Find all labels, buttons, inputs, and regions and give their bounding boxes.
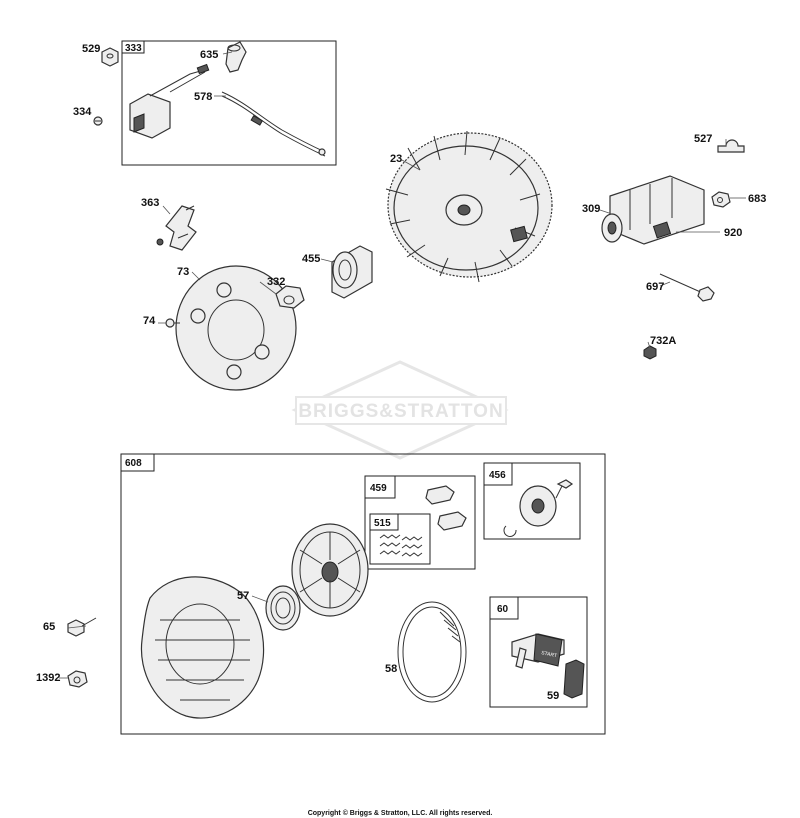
callout-920: 920 xyxy=(724,227,742,239)
part-309-starter-motor xyxy=(601,175,705,245)
part-363-bracket xyxy=(156,205,197,251)
part-697-bolt xyxy=(659,273,715,302)
watermark-text: BRIGGS&STRATTON xyxy=(298,401,503,422)
callout-683: 683 xyxy=(748,193,766,205)
callout-1392: 1392 xyxy=(36,672,60,684)
callout-58: 58 xyxy=(385,663,397,675)
callout-527: 527 xyxy=(694,133,712,145)
group-box-label: 60 xyxy=(497,604,509,615)
copyright-text: Copyright © Briggs & Stratton, LLC. All … xyxy=(308,809,493,817)
group-box-label: 333 xyxy=(125,43,142,54)
group-box-515: 515 xyxy=(369,513,431,565)
callout-57: 57 xyxy=(237,590,249,602)
part-527-clip xyxy=(717,139,745,153)
group-box-label: 459 xyxy=(370,483,387,494)
part-23-flywheel xyxy=(385,130,553,283)
group-box-label: 515 xyxy=(374,518,391,529)
group-box-456: 456 xyxy=(483,462,581,540)
part-333-ignition-module xyxy=(129,63,210,139)
part-608-starter-housing xyxy=(140,576,265,719)
part-starter-pulley xyxy=(291,523,369,617)
group-box-333: 333 xyxy=(121,40,337,166)
callout-455: 455 xyxy=(302,253,320,265)
group-box-60: 60 xyxy=(489,596,588,708)
callout-363: 363 xyxy=(141,197,159,209)
part-65-bolt xyxy=(67,617,97,637)
part-635-spark-plug-boot xyxy=(225,41,247,73)
briggs-stratton-watermark-logo: BRIGGS&STRATTON xyxy=(291,360,509,460)
part-456-retainer xyxy=(503,479,574,537)
part-58-starter-rope xyxy=(397,601,467,703)
part-73-fan-cover xyxy=(175,265,297,391)
part-57-recoil-spring xyxy=(265,585,301,631)
part-332-flywheel-nut xyxy=(275,285,305,309)
part-59-handle-insert xyxy=(563,659,585,699)
part-683-nut xyxy=(711,191,731,208)
callout-59: 59 xyxy=(547,690,559,702)
part-334-screw xyxy=(93,116,103,126)
callout-635: 635 xyxy=(200,49,218,61)
part-1392-nut xyxy=(67,670,88,688)
part-578-cable xyxy=(221,91,326,157)
part-459-pawl xyxy=(425,485,467,531)
callout-732a: 732A xyxy=(650,335,676,347)
callout-697: 697 xyxy=(646,281,664,293)
callout-529: 529 xyxy=(82,43,100,55)
group-box-608: 608 xyxy=(120,453,606,735)
callout-73: 73 xyxy=(177,266,189,278)
handle-start-text: START xyxy=(541,650,558,659)
callout-334: 334 xyxy=(73,106,92,118)
group-box-459: 459 xyxy=(364,475,476,570)
callout-332: 332 xyxy=(267,276,285,288)
group-box-label: 456 xyxy=(489,470,506,481)
callout-23: 23 xyxy=(390,153,402,165)
part-60-starter-handle: START xyxy=(511,633,565,669)
part-529-nut xyxy=(101,47,119,67)
callout-309: 309 xyxy=(582,203,600,215)
callout-labels: 529 334 635 578 23 527 683 309 920 697 7… xyxy=(36,43,766,702)
part-455-cup xyxy=(331,245,373,299)
callout-578: 578 xyxy=(194,91,212,103)
callout-74: 74 xyxy=(143,315,156,327)
part-732a-fastener xyxy=(643,345,657,360)
callout-65: 65 xyxy=(43,621,55,633)
leader-lines xyxy=(59,51,746,679)
part-515-springs xyxy=(379,534,423,557)
group-box-label: 608 xyxy=(125,458,142,469)
